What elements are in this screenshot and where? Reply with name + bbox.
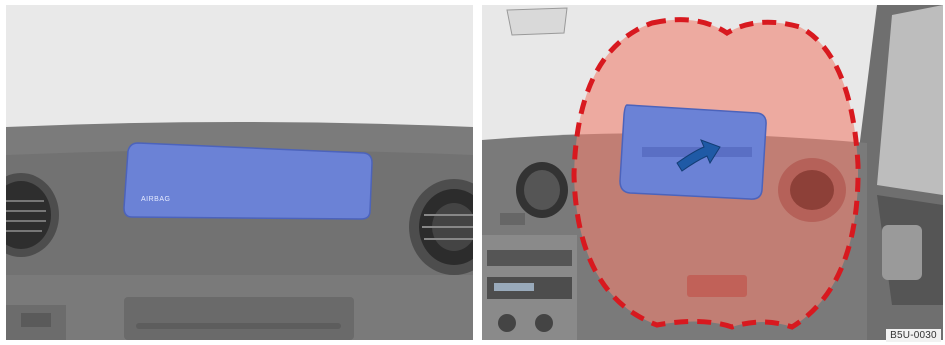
dashboard-scene: AIRBAG: [6, 5, 473, 340]
dashboard-airbag-illustration: AIRBAG: [6, 5, 473, 340]
airbag-deployment-illustration: [482, 5, 943, 340]
windscreen: [6, 5, 473, 135]
deployment-scene: [482, 5, 943, 340]
rear-view-mirror: [507, 8, 567, 35]
airbag-label: AIRBAG: [141, 196, 170, 203]
figure-code: B5U-0030: [886, 329, 941, 342]
door-handle: [882, 225, 922, 280]
glove-box-handle: [687, 275, 747, 297]
airbag-cover: [124, 143, 372, 219]
